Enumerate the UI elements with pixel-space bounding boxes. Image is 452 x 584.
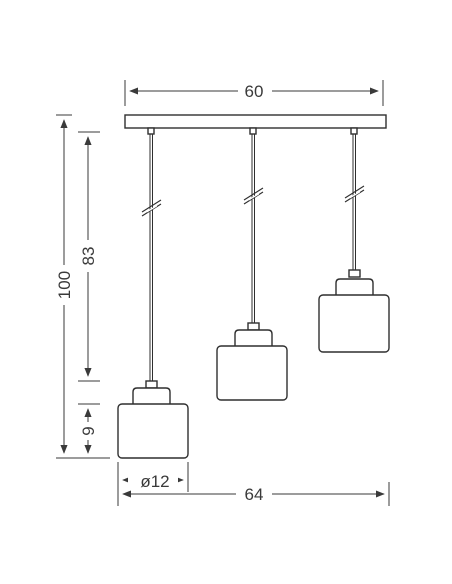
cable-mount-right (350, 127, 358, 135)
shade-middle (216, 345, 288, 401)
ceiling-canopy (124, 114, 387, 129)
cable-left (149, 134, 153, 381)
holder-right (335, 278, 374, 295)
holder-middle (234, 329, 273, 346)
label-total-width: 64 (245, 485, 264, 504)
lamp-drawing (117, 114, 390, 459)
cable-break-marks (141, 185, 365, 217)
label-shade-height: 9 (79, 426, 98, 435)
cable-right (352, 134, 356, 270)
socket-middle (247, 322, 260, 331)
label-cable-height: 83 (79, 247, 98, 266)
holder-left (132, 387, 171, 404)
label-total-height: 100 (55, 271, 74, 299)
label-canopy-width: 60 (245, 82, 264, 101)
label-shade-diameter: ø12 (140, 472, 169, 491)
socket-left (145, 380, 158, 389)
cable-mount-middle (249, 127, 257, 135)
shade-right (318, 294, 390, 353)
cable-mount-left (147, 127, 155, 135)
cable-middle (251, 134, 255, 323)
socket-right (348, 269, 361, 278)
shade-left (117, 403, 189, 459)
